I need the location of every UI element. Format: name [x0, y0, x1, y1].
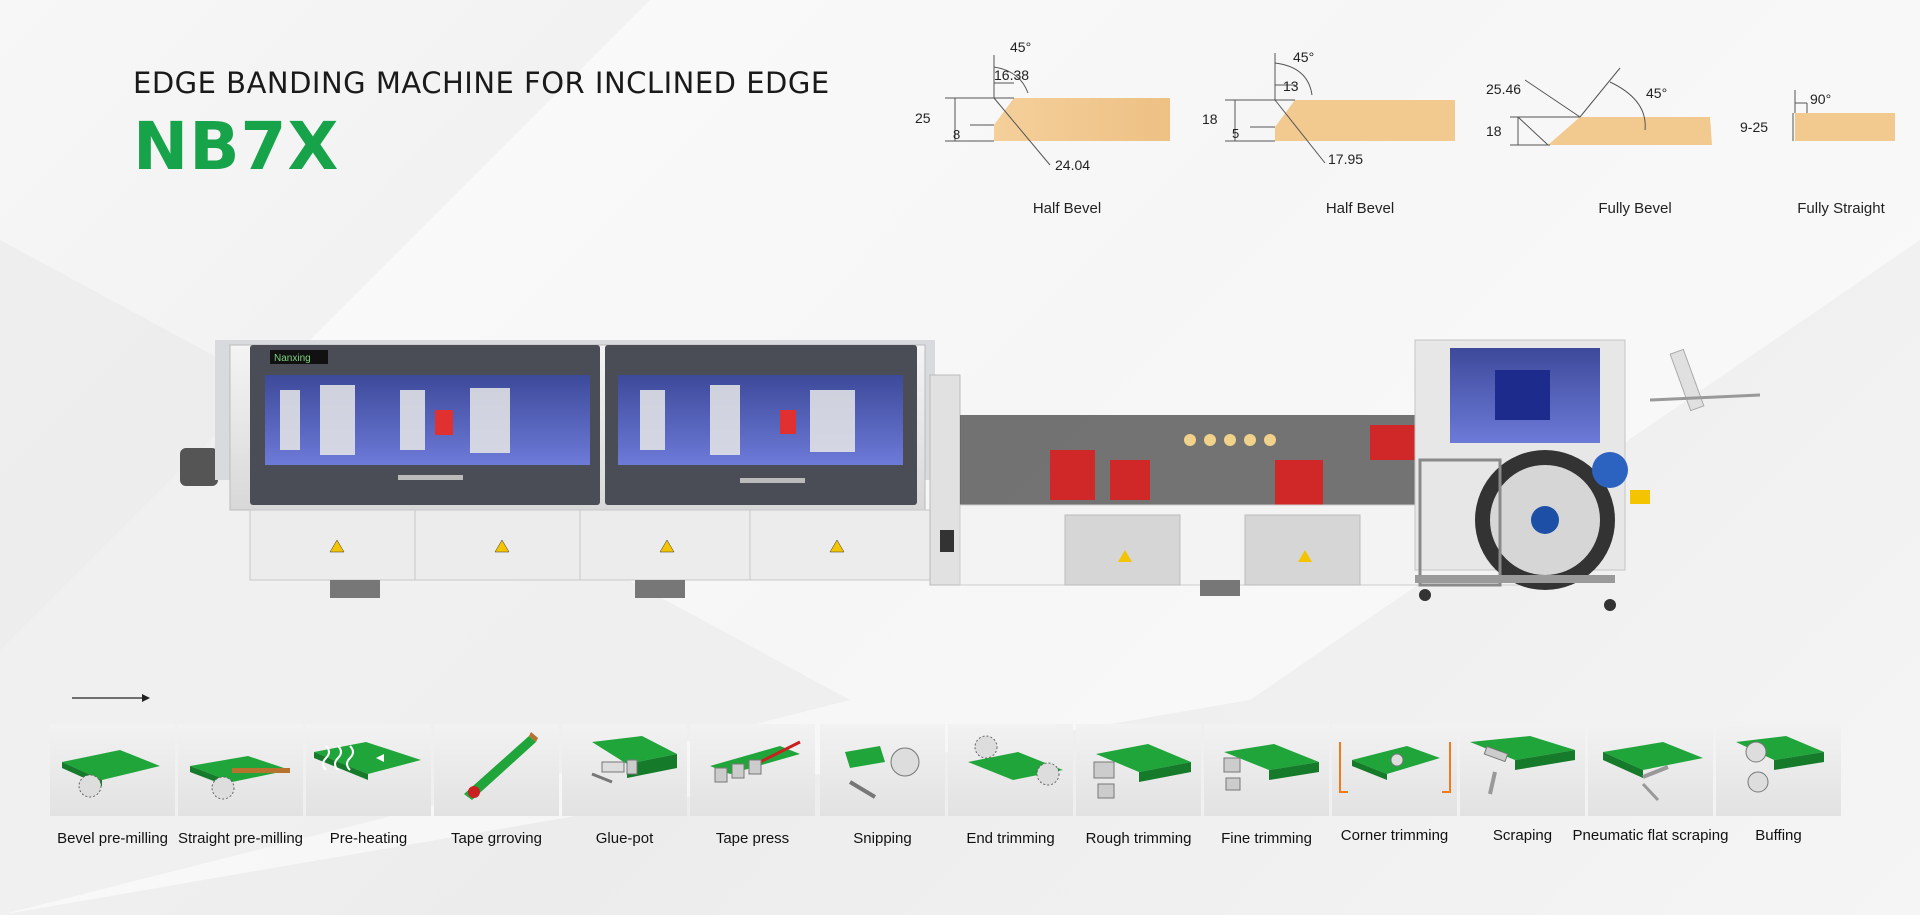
step-label: Fine trimming	[1221, 830, 1312, 847]
step-tape-grooving: Tape grroving	[434, 722, 559, 852]
profile1-edge: 8	[953, 127, 960, 142]
bevel-pre-milling-icon	[62, 750, 160, 798]
process-steps: Bevel pre-milling Straight pre-milling P…	[50, 722, 1841, 852]
step-label: Corner trimming	[1340, 827, 1449, 844]
tape-press-icon	[710, 740, 801, 783]
buffing-icon	[1736, 736, 1824, 793]
step-label: Pre-heating	[329, 830, 408, 847]
step-label: Scraping	[1492, 827, 1553, 844]
fine-trimming-icon	[1223, 744, 1319, 791]
step-pre-heating: Pre-heating	[306, 722, 431, 852]
rough-trimming-icon	[1093, 744, 1191, 799]
profile4-angle: 90°	[1810, 91, 1831, 107]
profile1-height: 25	[915, 110, 931, 126]
step-glue-pot: Glue-pot	[562, 722, 687, 852]
profile1-diag: 24.04	[1055, 157, 1090, 173]
profile1-angle: 45°	[1010, 39, 1031, 55]
profile1-label: Half Bevel	[1032, 200, 1102, 217]
step-end-trimming: End trimming	[948, 722, 1073, 852]
profile-fully-bevel: 25.46 45° 18 Fully Bevel	[1480, 60, 1740, 217]
model-name: NB7X	[133, 108, 340, 185]
fully-bevel-diagram: 25.46 45° 18	[1486, 67, 1712, 146]
edge-banding-machine-image: Nanxing	[170, 330, 1770, 695]
step-rough-trimming: Rough trimming	[1076, 722, 1201, 852]
profile1-top-dim: 16.38	[994, 67, 1029, 83]
step-label: Buffing	[1755, 827, 1802, 844]
profile3-label: Fully Bevel	[1598, 200, 1672, 217]
step-corner-trimming: Corner trimming	[1332, 722, 1457, 852]
process-direction-arrow	[72, 694, 150, 702]
profile2-height: 18	[1202, 111, 1218, 127]
step-snipping: Snipping	[820, 722, 945, 852]
tape-grooving-icon	[464, 732, 538, 800]
step-label: Snipping	[853, 830, 912, 847]
step-label: Tape grroving	[451, 830, 542, 847]
step-label: Tape press	[715, 830, 790, 847]
straight-pre-milling-icon	[190, 756, 290, 800]
fully-straight-diagram: 90° 9-25	[1740, 90, 1895, 141]
glue-pot-icon	[591, 736, 677, 784]
step-label: Bevel pre-milling	[57, 830, 168, 847]
step-label: End trimming	[966, 830, 1055, 847]
step-label: Straight pre-milling	[177, 830, 304, 847]
step-pneumatic-flat-scraping: Pneumatic flat scraping	[1573, 722, 1728, 852]
end-trimming-icon	[968, 735, 1063, 786]
scraping-icon	[1470, 736, 1575, 795]
step-label: Glue-pot	[595, 830, 654, 847]
profile2-angle: 45°	[1293, 49, 1314, 65]
step-label: Pneumatic flat scraping	[1572, 827, 1729, 844]
profile2-top-dim: 13	[1283, 78, 1299, 94]
title-block: EDGE BANDING MACHINE FOR INCLINED EDGE N…	[133, 66, 830, 185]
snipping-icon	[845, 746, 920, 799]
profile2-edge: 5	[1232, 126, 1239, 141]
profile-fully-straight: 90° 9-25 Fully Straight	[1735, 85, 1905, 217]
profile2-diag: 17.95	[1328, 151, 1363, 167]
half-bevel-diagram-1: 45° 16.38 25 8 24.04	[915, 39, 1170, 173]
step-scraping: Scraping	[1460, 722, 1585, 852]
machine-brand-badge: Nanxing	[274, 353, 311, 364]
step-fine-trimming: Fine trimming	[1204, 722, 1329, 852]
step-label: Rough trimming	[1085, 830, 1192, 847]
pre-heating-icon	[314, 742, 421, 780]
profile4-label: Fully Straight	[1797, 200, 1885, 217]
profile2-label: Half Bevel	[1325, 200, 1395, 217]
profile-half-bevel-1: 45° 16.38 25 8 24.04 Half Bevel	[910, 35, 1180, 217]
profile3-angle: 45°	[1646, 85, 1667, 101]
machine-illustration: Nanxing	[180, 339, 1761, 611]
step-straight-pre-milling: Straight pre-milling	[178, 722, 303, 852]
page-subtitle: EDGE BANDING MACHINE FOR INCLINED EDGE	[133, 66, 830, 100]
step-buffing: Buffing	[1716, 722, 1841, 852]
step-tape-press: Tape press	[690, 722, 815, 852]
pneumatic-flat-scraping-icon	[1603, 742, 1703, 802]
profile3-height: 18	[1486, 123, 1502, 139]
corner-trimming-icon	[1339, 742, 1451, 793]
step-bevel-pre-milling: Bevel pre-milling	[50, 722, 175, 852]
profile3-top-dim: 25.46	[1486, 81, 1521, 97]
profile-half-bevel-2: 45° 13 18 5 17.95 Half Bevel	[1200, 45, 1470, 217]
profile4-height: 9-25	[1740, 119, 1768, 135]
half-bevel-diagram-2: 45° 13 18 5 17.95	[1202, 49, 1455, 167]
